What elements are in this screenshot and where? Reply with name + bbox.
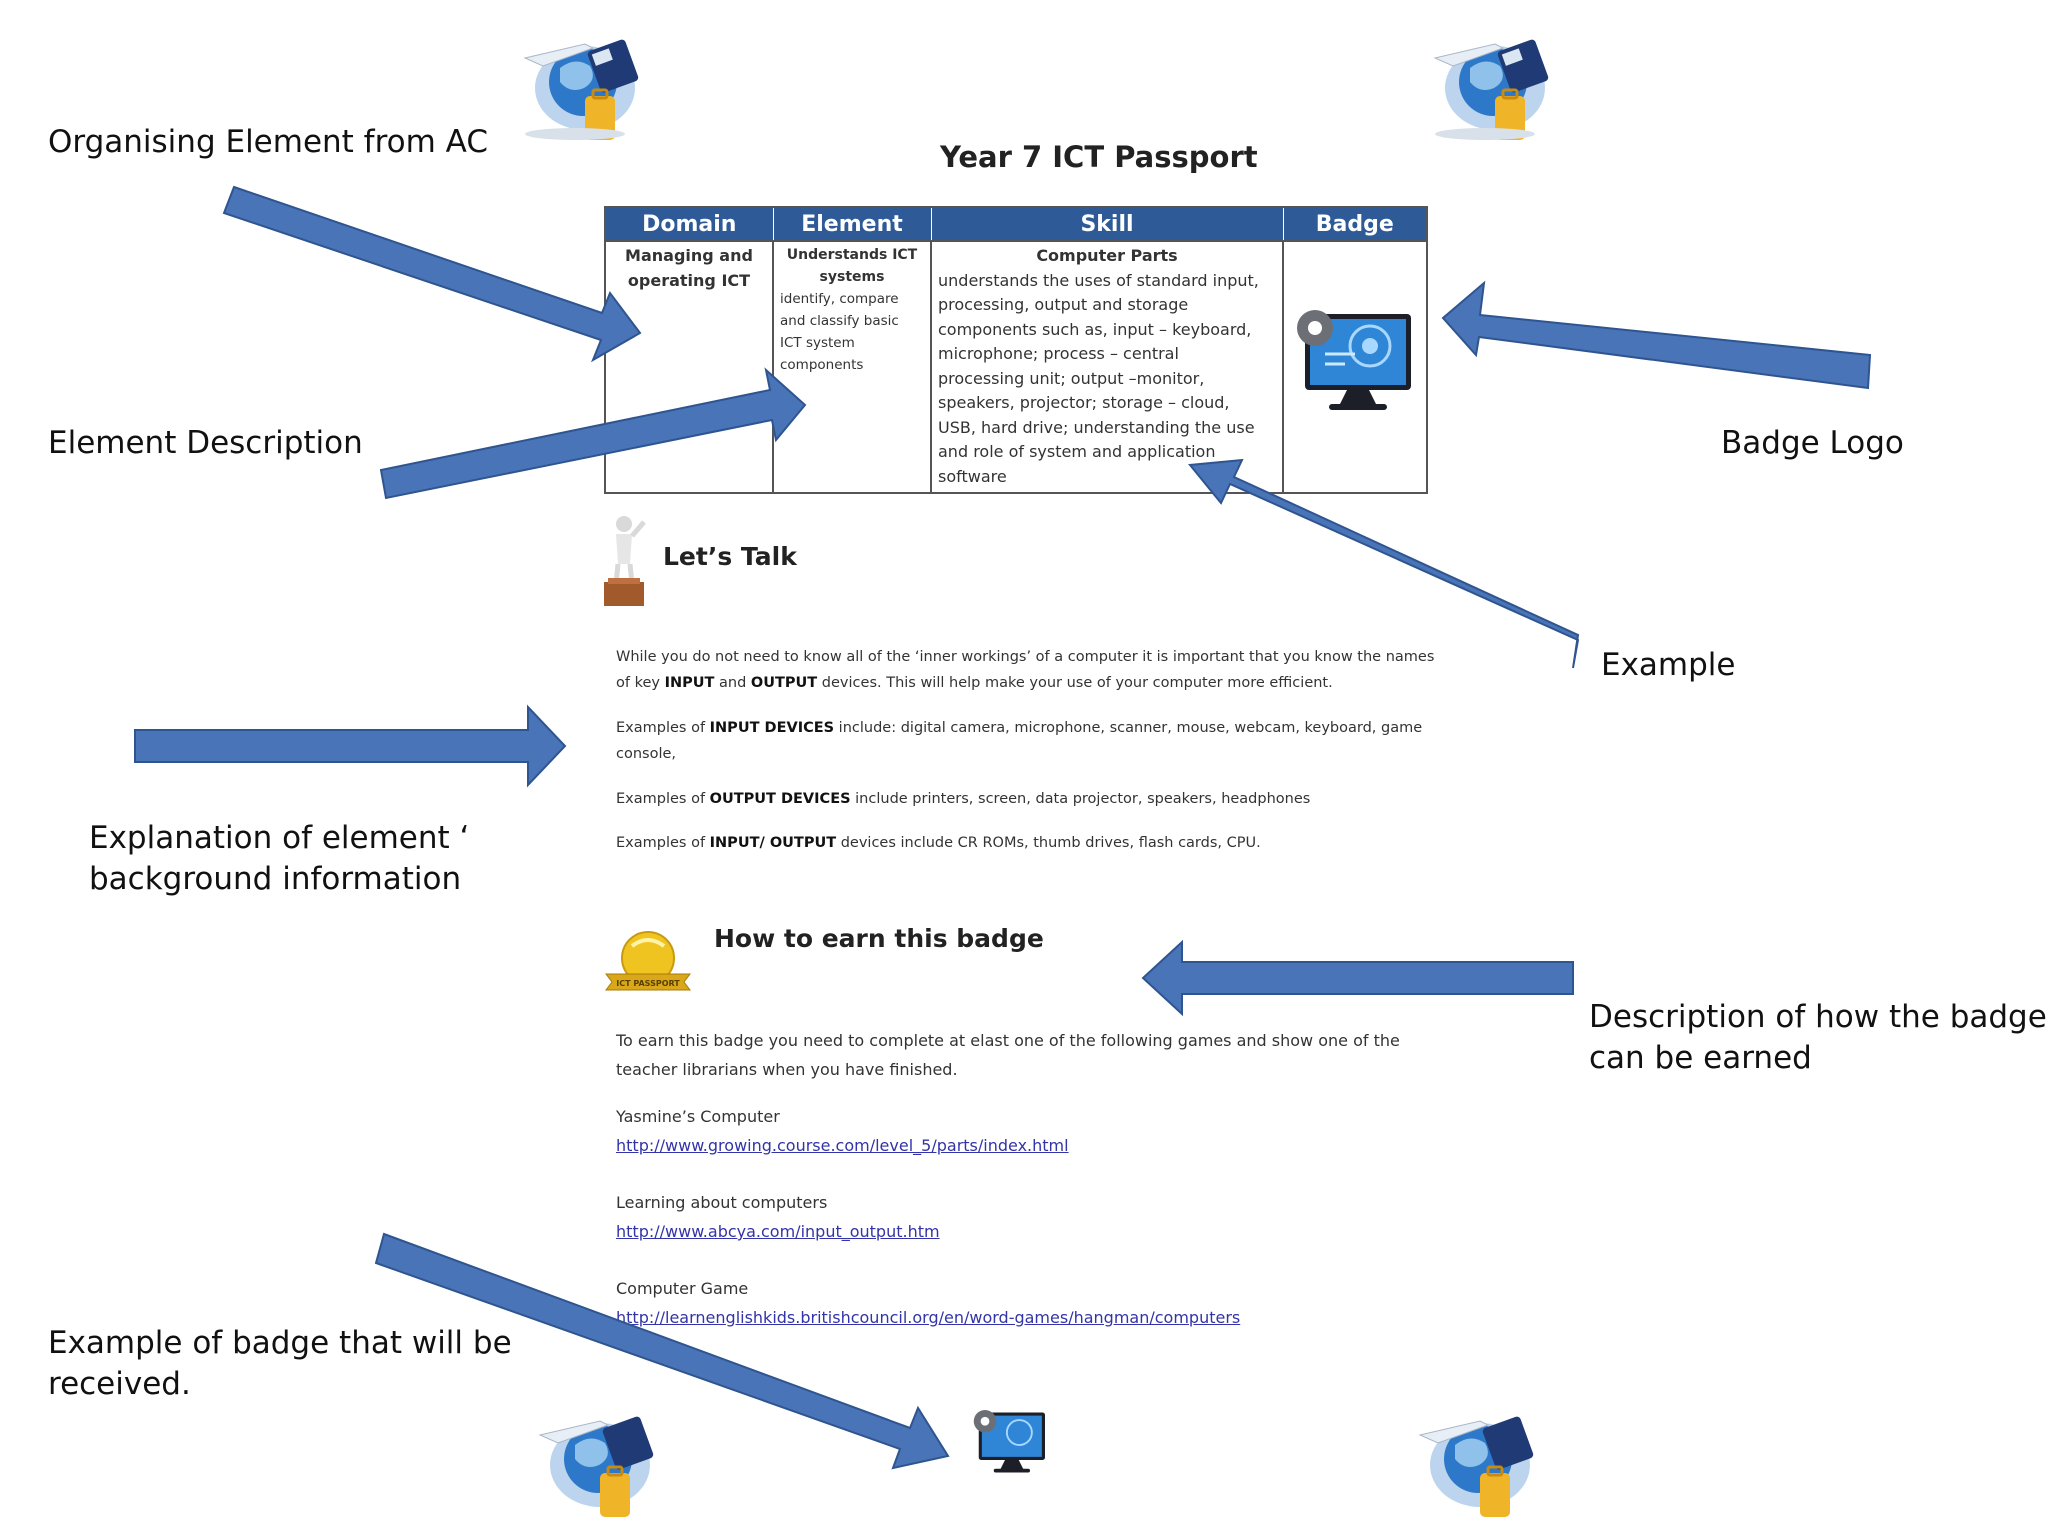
callout-line: can be earned	[1589, 1040, 1812, 1076]
travel-globe-icon	[1418, 1416, 1534, 1517]
computer-monitor-gear-icon	[1297, 310, 1411, 410]
table-header-row: Domain Element Skill Badge	[604, 206, 1428, 242]
text-run: INPUT DEVICES	[709, 720, 835, 736]
travel-globe-icon	[538, 1416, 654, 1517]
output-devices-paragraph: Examples of OUTPUT DEVICES include print…	[616, 786, 1466, 812]
lets-talk-paragraph: While you do not need to know all of the…	[616, 644, 1466, 696]
game-name: Learning about computers	[616, 1193, 828, 1212]
game-name: Computer Game	[616, 1279, 749, 1298]
paragraph-line: teacher librarians when you have finishe…	[616, 1060, 958, 1079]
skill-line: microphone; process – central	[938, 344, 1179, 363]
text-run: OUTPUT DEVICES	[709, 791, 851, 807]
earn-paragraph: To earn this badge you need to complete …	[616, 1026, 1466, 1084]
callout-explanation: Explanation of element ‘ background info…	[89, 818, 469, 900]
text-run: of key	[616, 675, 665, 691]
callout-badge-logo: Badge Logo	[1721, 425, 1904, 461]
io-devices-paragraph: Examples of INPUT/ OUTPUT devices includ…	[616, 830, 1466, 856]
callout-line: Example of badge that will be	[48, 1325, 512, 1361]
text-run: include: digital camera, microphone, sca…	[834, 720, 1423, 736]
skill-line: components such as, input – keyboard,	[938, 319, 1252, 339]
domain-line: operating ICT	[627, 270, 751, 290]
callout-example: Example	[1601, 647, 1736, 683]
callout-organising-element: Organising Element from AC	[48, 124, 488, 160]
element-description-line: identify, compare	[780, 291, 899, 307]
skill-title: Computer Parts	[1036, 246, 1178, 265]
callout-element-description: Element Description	[48, 425, 363, 461]
passport-table: Domain Element Skill Badge Managing and …	[604, 206, 1428, 494]
text-run: Examples of	[616, 791, 710, 807]
gold-badge-icon: ICT PASSPORT	[605, 931, 691, 991]
skill-line: processing unit; output –monitor,	[938, 368, 1205, 388]
element-description-line: and classify basic	[780, 313, 899, 329]
callout-line: Explanation of element ‘	[89, 820, 470, 856]
lets-talk-heading: Let’s Talk	[663, 542, 797, 571]
skill-line: processing, output and storage	[938, 295, 1189, 314]
arrow-example-badge	[374, 1232, 950, 1470]
skill-line: understands the uses of standard input,	[938, 270, 1259, 290]
arrow-organising-element	[222, 185, 642, 363]
skill-line: speakers, projector; storage – cloud,	[938, 393, 1230, 412]
paragraph-line: console,	[616, 746, 677, 762]
earn-heading: How to earn this badge	[714, 924, 1044, 953]
callout-line: received.	[48, 1366, 191, 1402]
arrow-description	[1141, 939, 1574, 1017]
table-row: Managing and operating ICT Understands I…	[604, 241, 1428, 493]
callout-line: background information	[89, 861, 462, 897]
arrow-element-description	[379, 367, 807, 500]
arrow-badge-logo	[1441, 280, 1872, 390]
text-run: INPUT	[664, 675, 715, 691]
travel-globe-icon	[523, 39, 639, 140]
domain-cell: Managing and operating ICT	[604, 241, 774, 493]
element-cell: Understands ICT systems identify, compar…	[772, 241, 932, 493]
element-description-line: components	[780, 357, 864, 373]
paragraph-line: of key INPUT and OUTPUT devices. This wi…	[616, 670, 1466, 696]
game-name: Yasmine’s Computer	[616, 1107, 780, 1126]
travel-globe-icon	[1433, 39, 1549, 140]
element-description-line: ICT system	[780, 335, 855, 351]
text-run: OUTPUT	[750, 675, 818, 691]
text-run: Examples of	[616, 835, 710, 851]
element-title: systems	[819, 269, 885, 285]
figure-on-podium-icon	[604, 516, 646, 606]
text-run: INPUT/ OUTPUT	[709, 835, 837, 851]
text-run: and	[714, 675, 751, 691]
paragraph-line: Examples of INPUT DEVICES include: digit…	[616, 715, 1466, 741]
callout-example-badge: Example of badge that will be received.	[48, 1323, 512, 1405]
text-run: devices include CR ROMs, thumb drives, f…	[836, 835, 1261, 851]
badge-ribbon-text: ICT PASSPORT	[616, 979, 680, 988]
skill-line: software	[938, 466, 1007, 486]
badge-cell	[1282, 241, 1428, 493]
computer-monitor-gear-icon	[973, 1410, 1045, 1473]
paragraph-line: While you do not need to know all of the…	[616, 649, 1435, 665]
callout-line: Description of how the badge	[1589, 999, 2047, 1035]
skill-line: and role of system and application	[938, 442, 1216, 461]
domain-line: Managing and	[625, 246, 753, 265]
callout-description: Description of how the badge can be earn…	[1589, 997, 2047, 1079]
game-link[interactable]: http://learnenglishkids.britishcouncil.o…	[616, 1308, 1241, 1327]
input-devices-paragraph: Examples of INPUT DEVICES include: digit…	[616, 715, 1466, 767]
text-run: devices. This will help make your use of…	[817, 675, 1333, 691]
skill-cell: Computer Parts understands the uses of s…	[930, 241, 1284, 493]
text-run: include printers, screen, data projector…	[850, 791, 1311, 807]
header-domain: Domain	[604, 206, 774, 242]
header-badge: Badge	[1282, 206, 1428, 242]
arrow-explanation	[134, 704, 567, 788]
game-item: Computer Game http://learnenglishkids.br…	[616, 1274, 1466, 1332]
game-item: Learning about computers http://www.abcy…	[616, 1188, 1466, 1246]
game-item: Yasmine’s Computer http://www.growing.co…	[616, 1102, 1466, 1160]
skill-line: USB, hard drive; understanding the use	[938, 417, 1255, 437]
element-title: Understands ICT	[786, 247, 918, 263]
document-title: Year 7 ICT Passport	[940, 140, 1258, 174]
arrow-example	[1188, 458, 1580, 669]
paragraph-line: To earn this badge you need to complete …	[616, 1031, 1400, 1050]
game-link[interactable]: http://www.abcya.com/input_output.htm	[616, 1222, 940, 1241]
game-link[interactable]: http://www.growing.course.com/level_5/pa…	[616, 1136, 1069, 1155]
header-skill: Skill	[930, 206, 1284, 242]
text-run: Examples of	[616, 720, 710, 736]
